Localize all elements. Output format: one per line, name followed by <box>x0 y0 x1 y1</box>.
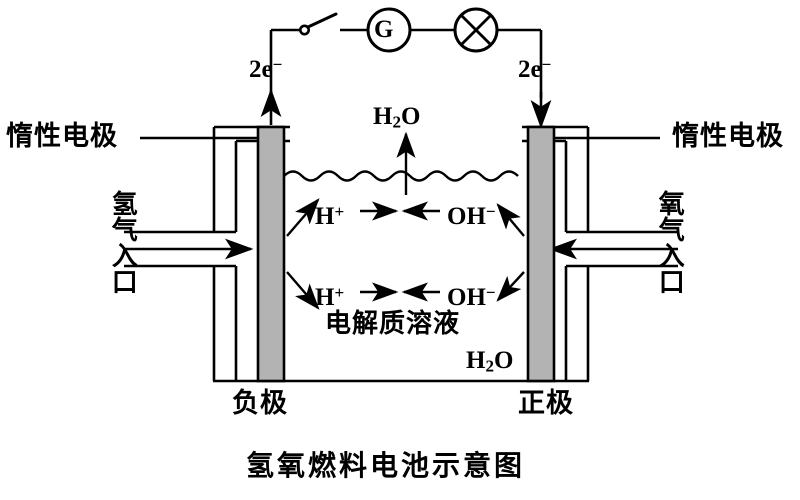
external-circuit <box>269 7 543 98</box>
label-inlet-left: 氢气入口 <box>107 190 138 294</box>
lamp-cross-icon <box>460 14 492 46</box>
cation-lower-text: H <box>315 284 335 312</box>
water-surface-wave <box>283 170 519 182</box>
label-cation-upper: H+ <box>315 203 344 229</box>
cation-upper-text: H <box>315 203 335 231</box>
ion-arrow-left-lower-diagonal <box>286 271 320 310</box>
label-electrode-right: 惰性电极 <box>672 121 784 152</box>
water-bottom-sub: 2 <box>485 356 494 376</box>
label-inlet-right: 氧气入口 <box>654 190 685 294</box>
electron-left-text: 2e <box>249 56 273 84</box>
label-electron-left: 2e− <box>249 56 282 82</box>
water-top-sub: 2 <box>392 112 401 132</box>
label-anion-upper: OH− <box>447 203 496 229</box>
label-water-bottom: H2O <box>466 347 514 376</box>
electron-arrows <box>260 88 552 129</box>
diagram-caption: 氢氧燃料电池示意图 <box>246 449 526 482</box>
ion-arrow-left-upper-diagonal <box>286 198 320 237</box>
electrode-negative <box>256 125 286 383</box>
anion-upper-charge: − <box>485 202 496 221</box>
ion-arrow-right-lower-diagonal <box>496 271 525 302</box>
electron-right-text: 2e <box>518 56 542 84</box>
electron-left-charge: − <box>272 55 283 74</box>
electrode-positive <box>526 125 556 383</box>
label-electrolyte-solution: 电解质溶液 <box>325 309 461 339</box>
label-galvanometer: G <box>374 16 394 43</box>
label-cation-lower: H+ <box>315 284 344 310</box>
electrolyte-surface <box>283 170 519 182</box>
cation-upper-charge: + <box>334 202 345 221</box>
cation-lower-charge: + <box>334 283 345 302</box>
label-terminal-negative: 负极 <box>232 388 288 419</box>
label-electron-right: 2e− <box>518 56 551 82</box>
ion-migration <box>286 198 525 310</box>
gas-inlet-right <box>522 139 678 381</box>
label-electrode-left: 惰性电极 <box>6 121 118 152</box>
electrodes <box>256 125 556 383</box>
ion-arrow-right-upper-diagonal <box>496 203 525 237</box>
label-anion-lower: OH− <box>447 284 496 310</box>
switch-lever <box>306 12 338 29</box>
label-water-top: H2O <box>373 103 421 132</box>
anion-lower-charge: − <box>485 283 496 302</box>
anion-upper-text: OH <box>447 203 486 231</box>
electron-right-charge: − <box>541 55 552 74</box>
switch-pivot <box>298 24 310 36</box>
anion-lower-text: OH <box>447 284 486 312</box>
label-terminal-positive: 正极 <box>518 388 574 419</box>
